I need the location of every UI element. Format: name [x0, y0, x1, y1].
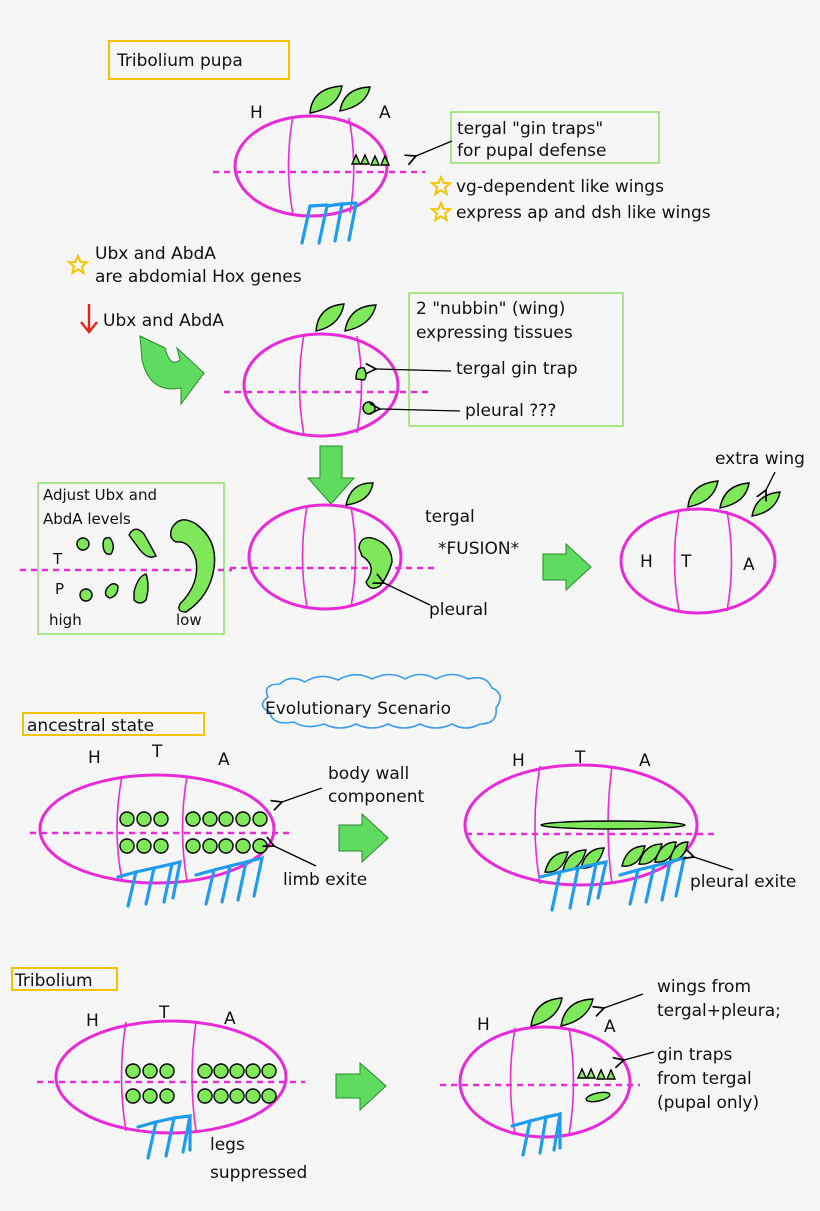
label-text: body wall [328, 764, 409, 784]
ancestral-box [22, 712, 205, 736]
nubbin-box [408, 292, 624, 427]
label-text: tergal "gin traps" [457, 119, 603, 139]
label-text: low [176, 611, 202, 629]
right-arrow-icon [338, 812, 389, 864]
label-text: for pupal defense [457, 141, 606, 161]
tribolium-body: H T A [37, 1003, 305, 1160]
levels-shapes [76, 519, 216, 613]
star-icon [66, 253, 90, 276]
label-text: vg-dependent like wings [456, 177, 664, 197]
down-big-arrow-icon [306, 445, 356, 505]
label-text: H [477, 1015, 490, 1035]
pupa-3 [230, 482, 436, 611]
label-text: T [574, 748, 586, 768]
label-text: limb exite [283, 870, 367, 890]
pupa-1: H A [213, 85, 425, 245]
label-text: H [512, 751, 525, 771]
label-text: A [639, 751, 651, 771]
wing-2 [339, 86, 371, 112]
evolutionary-cloud: Evolutionary Scenario [261, 673, 501, 729]
evolved-body: H T A [463, 748, 715, 912]
title-text: Tribolium pupa [116, 51, 243, 71]
label-text: (pupal only) [657, 1093, 759, 1113]
legs-1 [300, 201, 358, 245]
label-text: T [52, 550, 63, 568]
label-text: H [640, 552, 653, 572]
label-text: suppressed [210, 1163, 307, 1183]
label-text: H [86, 1011, 99, 1031]
label-text: tergal [425, 507, 475, 527]
label-text: high [49, 611, 82, 629]
gin-traps-1 [350, 153, 391, 166]
star-icon [429, 174, 453, 197]
label-text: AbdA levels [43, 510, 131, 528]
label-text: expressing tissues [416, 323, 573, 343]
label-text: gin traps [657, 1045, 733, 1065]
right-arrow-icon [542, 542, 592, 592]
label-text: A [743, 555, 755, 575]
ancestral-body: H T A [30, 742, 292, 908]
label-text: *FUSION* [438, 539, 519, 559]
label-text: legs [210, 1135, 245, 1155]
label-text: Ubx and AbdA [103, 311, 224, 331]
label-text: tergal gin trap [456, 359, 578, 379]
label-text: Tribolium [14, 971, 93, 991]
label-text: ancestral state [27, 716, 154, 736]
curved-arrow-icon [139, 335, 205, 406]
label-text: A [379, 103, 391, 123]
label-text: component [328, 787, 425, 807]
label-text: are abdomial Hox genes [95, 267, 302, 287]
label-text: H [88, 748, 101, 768]
tribolium-pupa-body: H A [440, 997, 640, 1157]
label-text: A [224, 1009, 236, 1029]
down-arrow-icon [80, 304, 98, 334]
label-text: from tergal [657, 1069, 752, 1089]
label-text: pleural exite [690, 872, 796, 892]
label-text: A [604, 1017, 616, 1037]
label-text: Evolutionary Scenario [265, 699, 451, 719]
wing-1 [309, 85, 343, 114]
label-text: P [55, 580, 64, 598]
title-box [108, 40, 290, 80]
label-text: Ubx and AbdA [95, 244, 216, 264]
label-text: T [158, 1003, 170, 1023]
label-text: A [218, 750, 230, 770]
label-text: express ap and dsh like wings [456, 203, 711, 223]
right-arrow-icon [335, 1061, 387, 1112]
label-text: tergal+pleura; [657, 1001, 781, 1021]
label-text: T [151, 742, 163, 762]
label-text: H [250, 103, 263, 123]
pupa-extra-wing: H T A [619, 480, 781, 615]
label-text: 2 "nubbin" (wing) [416, 299, 565, 319]
star-icon [429, 200, 453, 223]
label-text: pleural [429, 600, 488, 620]
label-text: pleural ??? [465, 401, 556, 421]
label-text: Adjust Ubx and [43, 486, 157, 504]
gin-trap-note-box [450, 111, 660, 164]
label-text: extra wing [715, 449, 805, 469]
tribolium-box [11, 967, 118, 991]
adjust-levels-box [37, 482, 225, 635]
label-text: T [680, 552, 692, 572]
label-text: wings from [657, 977, 751, 997]
